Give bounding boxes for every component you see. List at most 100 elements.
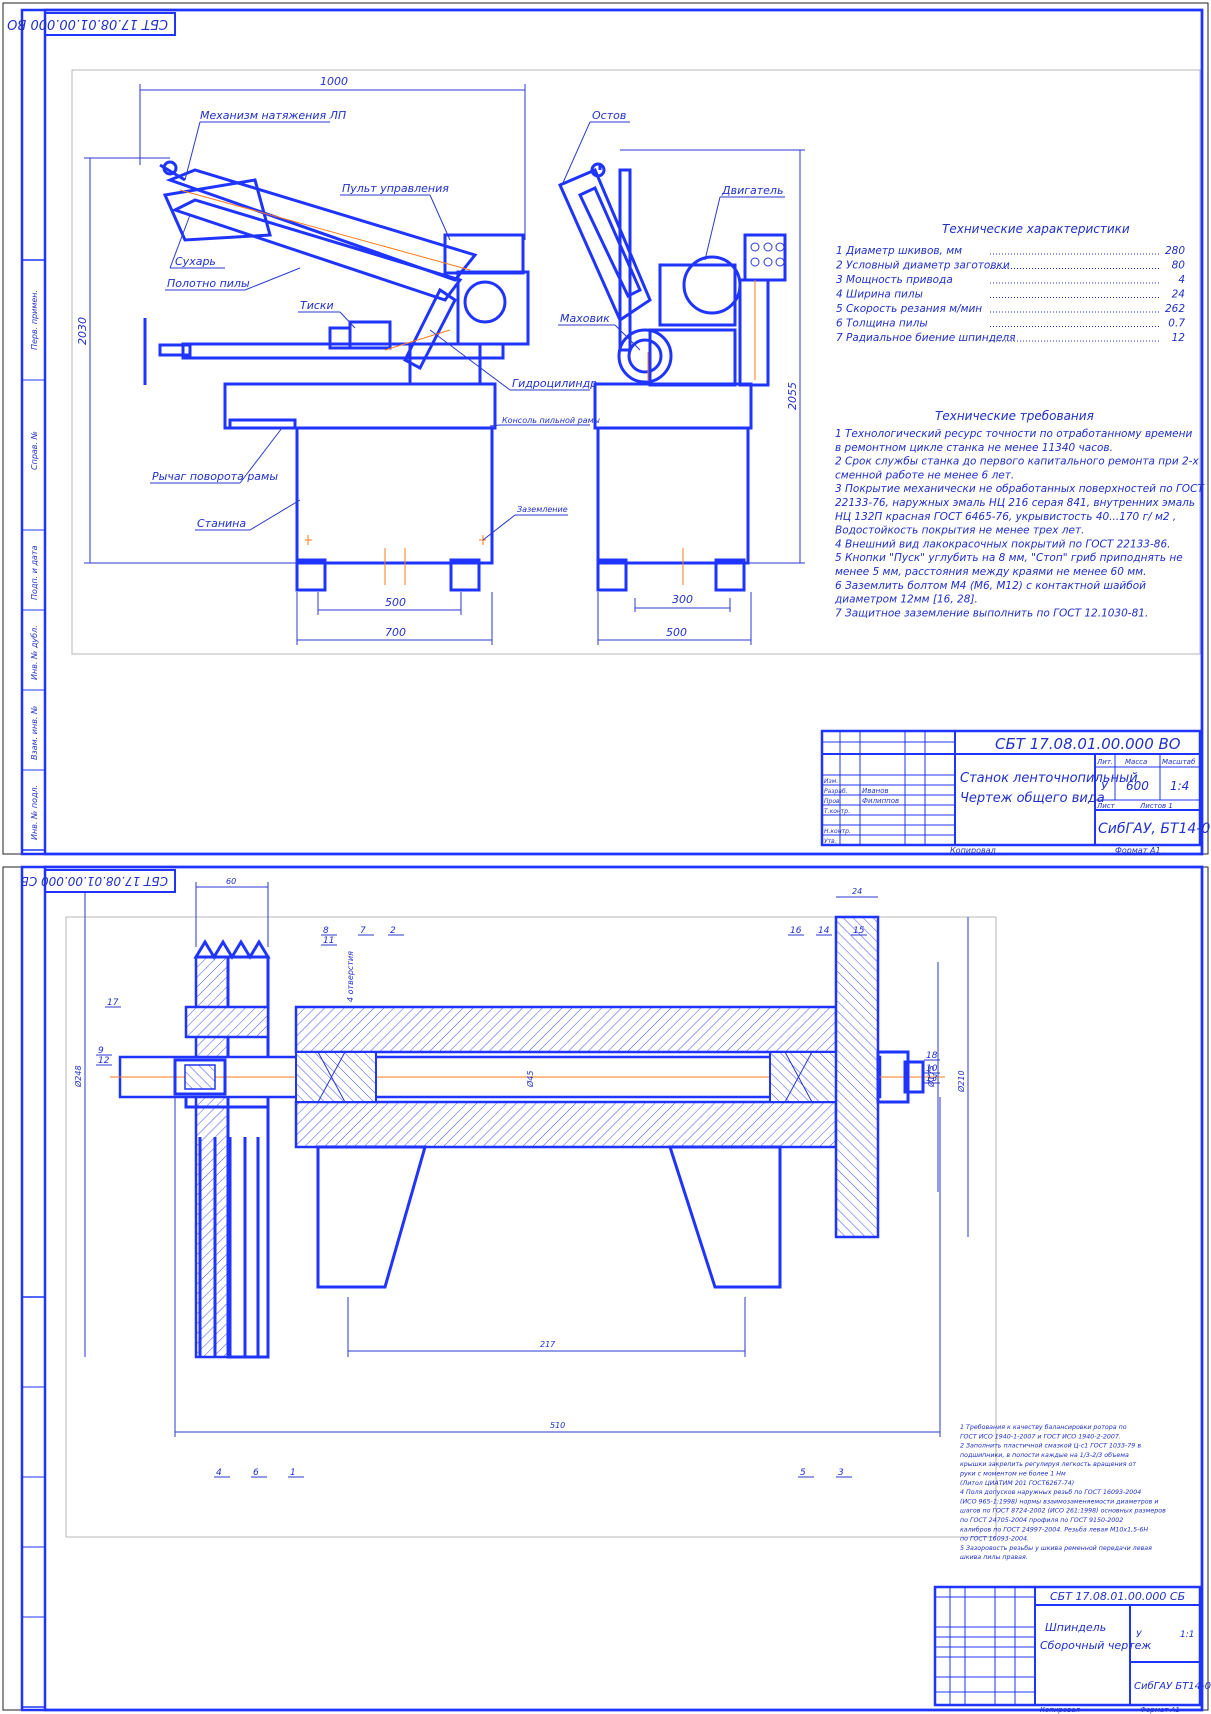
tb1-name-0: Иванов [862, 787, 889, 795]
tech-char-value: 262 [1165, 303, 1185, 315]
dim-175: Ø175 [926, 1065, 936, 1088]
tech-req-line: 1 Технологический ресурс точности по отр… [835, 428, 1193, 440]
dim-210: Ø210 [956, 1070, 966, 1093]
callout-pult: Пульт управления [342, 182, 449, 195]
dim-248: Ø248 [73, 1065, 83, 1088]
sheet-general-view: СБТ 17.08.01.00.000 ВО Перв. примен. Спр… [2, 2, 1211, 856]
side-view-dimensions: 300 500 2055 [597, 149, 805, 645]
side-stamp-2: Справ. № [30, 431, 39, 470]
tb1-col-scale: Масштаб [1162, 758, 1196, 766]
tb1-copied: Копировал [950, 846, 996, 855]
tech-req-line: 22133-76, наружных эмаль НЦ 216 серая 84… [835, 497, 1195, 509]
callout-motor: Двигатель [721, 184, 783, 197]
position-number: 6 [253, 1468, 259, 1478]
dim-holes: 4 отверстия [346, 951, 355, 1002]
tech-req-line: по ГОСТ 24705-2004 профиля по ГОСТ 9150-… [960, 1517, 1123, 1524]
tb1-code: СБТ 17.08.01.00.000 ВО [995, 735, 1181, 753]
tech-req-line: ГОСТ ИСО 1940-1-2007 и ГОСТ ИСО 1940-2-2… [960, 1433, 1121, 1440]
tech-req-line: 4 Внешний вид лакокрасочных покрытий по … [835, 538, 1170, 550]
tb2-name2: Сборочный чертеж [1040, 1639, 1151, 1652]
tech-chars-title: Технические характеристики [942, 222, 1130, 236]
tb1-org: СибГАУ, БТ14-01 [1098, 821, 1211, 837]
callout-stanina: Станина [197, 517, 246, 530]
tb2-code: СБТ 17.08.01.00.000 СБ [1050, 1590, 1185, 1603]
tb1-role-4: Н.контр. [824, 828, 851, 835]
tech-req-line: крышки закрепить регулируя легкость вращ… [960, 1461, 1136, 1468]
callout-ground: Заземление [517, 505, 568, 514]
tech-char-value: 280 [1165, 245, 1185, 257]
housing-part [294, 1005, 838, 1289]
tech-req-line: сменной работе не менее 6 лет. [835, 469, 1014, 481]
tech-req-line: 5 Кнопки "Пуск" углубить на 8 мм, "Стоп"… [835, 552, 1183, 564]
tech-char-name: 5 Скорость резания м/мин [836, 303, 982, 315]
title-block-sheet2: СБТ 17.08.01.00.000 СБ Шпиндель Сборочны… [933, 1585, 1211, 1714]
tb1-name-1: Филиппов [862, 797, 899, 805]
tb1-role-3: Т.контр. [824, 808, 850, 815]
spindle-assembly-drawing: СБТ 17.08.01.00.000 СБ [2, 865, 1211, 1714]
callout-blade: Полотно пилы [167, 277, 250, 290]
tb1-sheet: Лист [1096, 802, 1116, 810]
callout-sukhar: Сухарь [175, 255, 216, 268]
tech-req-title: Технические требования [935, 409, 1094, 423]
position-number: 10 [926, 1064, 938, 1074]
tech-char-name: 3 Мощность привода [836, 274, 953, 286]
tb2-lit: У [1136, 1630, 1142, 1640]
tech-char-value: 24 [1172, 289, 1185, 301]
sheet2-tech-requirements: 1 Требования к качеству балансировки рот… [959, 1423, 1166, 1561]
pulley-part [184, 939, 271, 1359]
tech-char-value: 80 [1172, 260, 1186, 272]
tech-req-line: диаметром 12мм [16, 28]. [834, 594, 978, 606]
side-view-callouts: Остов Двигатель Маховик [558, 109, 785, 351]
side-stamp-1: Перв. примен. [30, 290, 39, 350]
position-number: 9 [98, 1046, 104, 1056]
general-view-drawing: СБТ 17.08.01.00.000 ВО Перв. примен. Спр… [2, 2, 1211, 856]
tech-req-line: 6 Заземлить болтом М4 (М6, М12) с контак… [835, 580, 1146, 592]
position-number: 7 [360, 926, 366, 936]
tb1-name1: Станок ленточнопильный [960, 771, 1138, 786]
tb1-col-mass: Масса [1125, 758, 1147, 766]
position-number: 3 [838, 1468, 844, 1478]
callout-vise: Тиски [300, 299, 334, 312]
dim-45: Ø45 [525, 1071, 535, 1088]
side-stamp-6: Инв. № подл. [30, 785, 39, 840]
position-number: 15 [853, 926, 865, 936]
tech-req-line: подшипники, в полости каждые на 1/3-2/3 … [960, 1451, 1129, 1459]
tb1-role-5: Утв. [824, 838, 837, 845]
dim-700: 700 [385, 626, 406, 639]
sheet2-dimensions: 60 24 Ø210 Ø248 217 510 Ø175 Ø45 4 отвер… [73, 877, 969, 1437]
callout-tension: Механизм натяжения ЛП [200, 109, 346, 122]
dim-510: 510 [550, 1421, 565, 1430]
tech-char-value: 4 [1178, 274, 1185, 286]
tech-char-name: 2 Условный диаметр заготовки [836, 260, 1010, 272]
position-number: 2 [390, 926, 396, 936]
dim-500a: 500 [385, 596, 406, 609]
dim-500b: 500 [666, 626, 687, 639]
side-stamp-4: Инв. № дубл. [30, 625, 39, 680]
tech-req-line: шкива пилы правая. [960, 1554, 1028, 1561]
position-number: 14 [818, 926, 830, 936]
tech-req-line: 7 Защитное заземление выполнить по ГОСТ … [835, 607, 1148, 619]
position-number: 13 [926, 1074, 938, 1084]
tech-req-line: в ремонтном цикле станка не менее 11340 … [835, 442, 1113, 454]
side-stamp-5: Взам. инв. № [30, 706, 39, 760]
side-stamp-column: Перв. примен. Справ. № Подп. и дата Инв.… [21, 259, 46, 851]
tech-char-name: 7 Радиальное биение шпинделя [836, 332, 1015, 344]
tb1-sheets: Листов 1 [1139, 802, 1173, 810]
callout-hydro: Гидроцилиндр [512, 377, 597, 390]
side-stamp-3: Подп. и дата [30, 545, 39, 600]
shaft-part [110, 1055, 945, 1099]
code-stamp-text: СБТ 17.08.01.00.000 ВО [7, 16, 168, 31]
dim-60: 60 [226, 877, 236, 886]
dim-1000: 1000 [320, 75, 348, 88]
tech-req-line: 1 Требования к качеству балансировки рот… [960, 1423, 1127, 1431]
tech-req-line: НЦ 132П красная ГОСТ 6465-76, укрывистос… [835, 511, 1176, 523]
position-number: 8 [323, 926, 329, 936]
tb2-format: Формат А1 [1140, 1706, 1180, 1714]
tech-req-line: Водостойкость покрытия не менее трех лет… [835, 525, 1084, 537]
tb2-copied: Копировал [1040, 1706, 1081, 1714]
tech-char-name: 6 Толщина пилы [836, 318, 928, 330]
front-view-callouts: Механизм натяжения ЛП Пульт управления С… [150, 109, 600, 541]
tech-req-line: шагов по ГОСТ 8724-2002 (ИСО 261:1998) о… [960, 1508, 1166, 1515]
tech-requirements: Технические требования 1 Технологический… [834, 409, 1205, 619]
position-number: 17 [107, 998, 119, 1008]
